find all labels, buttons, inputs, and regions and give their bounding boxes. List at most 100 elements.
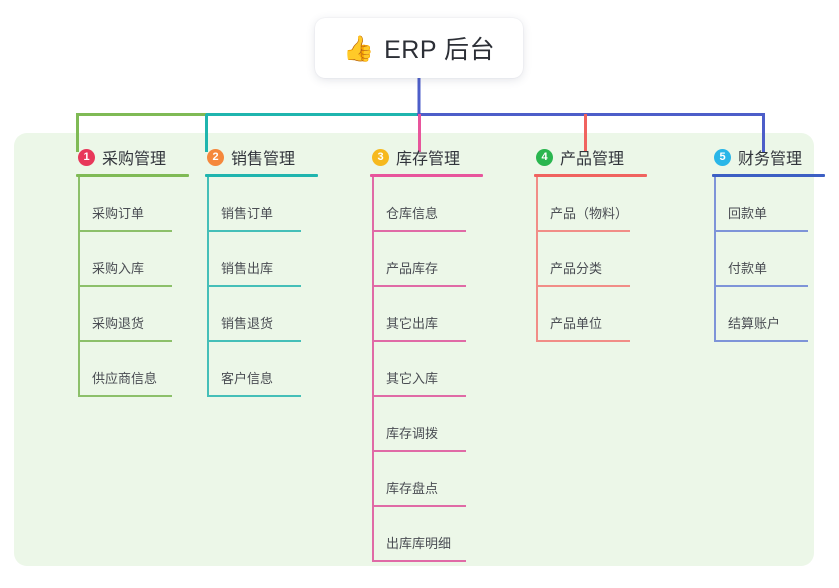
- leaf-stem: [78, 177, 80, 232]
- leaf-label: 采购入库: [92, 261, 145, 276]
- leaf-label: 产品单位: [550, 316, 603, 331]
- leaf-underline: [372, 340, 466, 342]
- leaf-node[interactable]: 采购退货: [56, 287, 216, 342]
- branch-header-4[interactable]: 4 产品管理: [514, 140, 674, 174]
- leaf-node[interactable]: 销售出库: [185, 232, 345, 287]
- root-title: ERP 后台: [384, 36, 496, 64]
- leaf-label: 仓库信息: [386, 206, 439, 221]
- branch-underline-1: [76, 174, 189, 177]
- leaf-node[interactable]: 销售订单: [185, 177, 345, 232]
- leaf-stem: [372, 287, 374, 342]
- leaf-node[interactable]: 结算账户: [692, 287, 839, 342]
- leaf-label: 其它出库: [386, 316, 439, 331]
- leaf-underline: [714, 285, 808, 287]
- branch-underline-2: [205, 174, 318, 177]
- leaf-stem: [78, 232, 80, 287]
- leaf-stem: [536, 287, 538, 342]
- branch-badge-2: 2: [207, 148, 224, 166]
- leaf-label: 销售出库: [221, 261, 274, 276]
- leaf-underline: [536, 340, 630, 342]
- leaf-underline: [207, 285, 301, 287]
- leaf-underline: [78, 340, 172, 342]
- branch-title-2: 销售管理: [231, 151, 296, 168]
- leaf-node[interactable]: 产品单位: [514, 287, 674, 342]
- leaf-label: 出库库明细: [386, 536, 452, 551]
- leaf-label: 结算账户: [728, 316, 781, 331]
- branch-title-4: 产品管理: [560, 151, 625, 168]
- leaf-node[interactable]: 其它入库: [350, 342, 510, 397]
- leaf-label: 库存盘点: [386, 481, 439, 496]
- branch-title-3: 库存管理: [396, 151, 461, 168]
- branch-title-5: 财务管理: [738, 151, 803, 168]
- leaf-underline: [536, 285, 630, 287]
- leaf-label: 回款单: [728, 206, 768, 221]
- branches-panel: [14, 133, 814, 566]
- leaf-underline: [207, 340, 301, 342]
- branch-header-2[interactable]: 2 销售管理: [185, 140, 345, 174]
- branch-badge-3: 3: [372, 148, 389, 166]
- leaf-stem: [372, 342, 374, 397]
- leaf-list-3: 仓库信息产品库存其它出库其它入库库存调拨库存盘点出库库明细: [350, 177, 510, 562]
- leaf-stem: [536, 177, 538, 232]
- leaf-node[interactable]: 仓库信息: [350, 177, 510, 232]
- branch-title-1: 采购管理: [102, 151, 167, 168]
- leaf-list-4: 产品（物料） 产品分类产品单位: [514, 177, 674, 342]
- leaf-stem: [536, 232, 538, 287]
- leaf-label: 销售退货: [221, 316, 274, 331]
- leaf-underline: [372, 560, 466, 562]
- leaf-label: 付款单: [728, 261, 768, 276]
- leaf-stem: [78, 287, 80, 342]
- leaf-node[interactable]: 其它出库: [350, 287, 510, 342]
- leaf-underline: [78, 230, 172, 232]
- leaf-stem: [372, 452, 374, 507]
- leaf-underline: [78, 285, 172, 287]
- leaf-label: 产品分类: [550, 261, 603, 276]
- leaf-label: 库存调拨: [386, 426, 439, 441]
- branch-underline-4: [534, 174, 647, 177]
- leaf-node[interactable]: 产品（物料）: [514, 177, 674, 232]
- branch-underline-3: [370, 174, 483, 177]
- leaf-node[interactable]: 产品分类: [514, 232, 674, 287]
- leaf-node[interactable]: 库存盘点: [350, 452, 510, 507]
- leaf-underline: [372, 230, 466, 232]
- branch-underline-5: [712, 174, 825, 177]
- leaf-underline: [207, 230, 301, 232]
- root-node[interactable]: 👍 ERP 后台: [315, 18, 523, 78]
- leaf-list-5: 回款单付款单结算账户: [692, 177, 839, 342]
- leaf-node[interactable]: 付款单: [692, 232, 839, 287]
- branch-badge-5: 5: [714, 148, 731, 166]
- leaf-node[interactable]: 库存调拨: [350, 397, 510, 452]
- leaf-node[interactable]: 采购入库: [56, 232, 216, 287]
- leaf-node[interactable]: 客户信息: [185, 342, 345, 397]
- leaf-underline: [714, 230, 808, 232]
- leaf-node[interactable]: 产品库存: [350, 232, 510, 287]
- branch-badge-4: 4: [536, 148, 553, 166]
- leaf-stem: [714, 177, 716, 232]
- leaf-label: 客户信息: [221, 371, 274, 386]
- leaf-stem: [714, 287, 716, 342]
- leaf-label: 其它入库: [386, 371, 439, 386]
- leaf-node[interactable]: 出库库明细: [350, 507, 510, 562]
- thumbs-up-icon: 👍: [342, 33, 375, 63]
- branch-column-2: 2 销售管理销售订单销售出库销售退货客户信息: [185, 140, 345, 397]
- leaf-underline: [714, 340, 808, 342]
- branch-header-3[interactable]: 3 库存管理: [350, 140, 510, 174]
- leaf-label: 采购退货: [92, 316, 145, 331]
- leaf-underline: [372, 395, 466, 397]
- leaf-node[interactable]: 采购订单: [56, 177, 216, 232]
- leaf-list-1: 采购订单采购入库采购退货供应商信息: [56, 177, 216, 397]
- leaf-label: 产品（物料）: [550, 206, 629, 221]
- leaf-node[interactable]: 供应商信息: [56, 342, 216, 397]
- branch-column-3: 3 库存管理仓库信息产品库存其它出库其它入库库存调拨库存盘点出库库明细: [350, 140, 510, 562]
- leaf-stem: [207, 177, 209, 232]
- leaf-stem: [372, 232, 374, 287]
- leaf-label: 产品库存: [386, 261, 439, 276]
- leaf-node[interactable]: 销售退货: [185, 287, 345, 342]
- leaf-stem: [714, 232, 716, 287]
- leaf-node[interactable]: 回款单: [692, 177, 839, 232]
- leaf-stem: [372, 177, 374, 232]
- branch-header-5[interactable]: 5 财务管理: [692, 140, 839, 174]
- leaf-underline: [536, 230, 630, 232]
